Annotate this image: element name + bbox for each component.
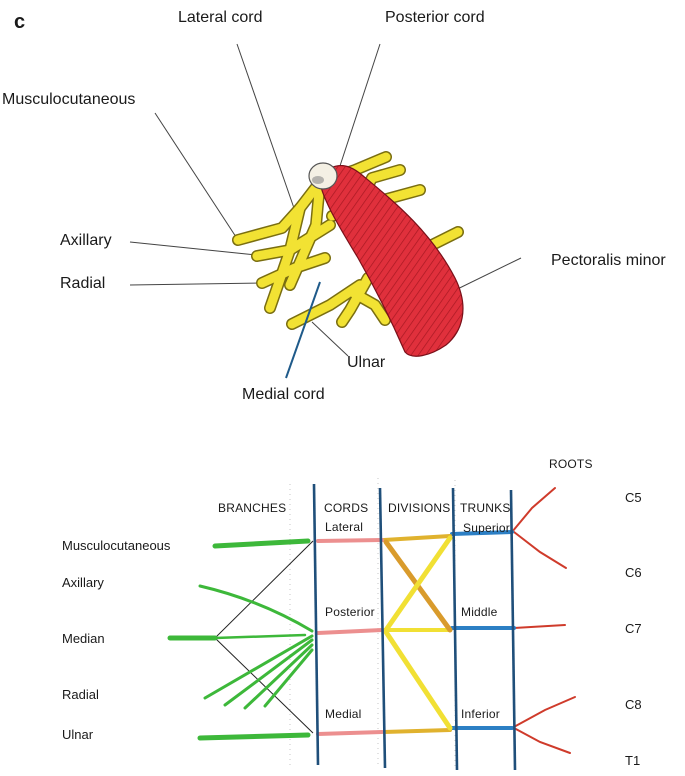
branch-radial-4 xyxy=(263,648,314,708)
column-separators xyxy=(312,483,517,771)
branch-label-musculocutaneous: Musculocutaneous xyxy=(62,538,171,553)
cord-label-medial: Medial xyxy=(325,707,362,721)
roots-header: ROOTS xyxy=(549,457,593,471)
branch-label-axillary: Axillary xyxy=(62,575,104,590)
trunks-header: TRUNKS xyxy=(460,501,511,515)
root-label-c5: C5 xyxy=(625,490,642,505)
ulnar-leader xyxy=(311,321,349,357)
trunk-label-superior: Superior xyxy=(463,522,510,534)
medial-cord-label: Medial cord xyxy=(242,386,325,403)
root-label-c7: C7 xyxy=(625,621,642,636)
division-inferior-anterior xyxy=(382,728,452,734)
trunks xyxy=(450,530,516,730)
root-c6 xyxy=(513,531,567,569)
plexus-schematic xyxy=(167,478,576,771)
division-middle-anterior xyxy=(383,535,453,633)
posterior-cord-leader xyxy=(337,43,381,173)
coracoid-process xyxy=(308,162,338,190)
cord-label-lateral: Lateral xyxy=(325,520,364,534)
cords xyxy=(316,538,384,736)
posterior-cord-label: Posterior cord xyxy=(385,9,485,26)
branch-label-radial: Radial xyxy=(62,687,99,702)
radial-label: Radial xyxy=(60,275,106,292)
coracoid-shadow xyxy=(312,176,324,184)
branch-connectors xyxy=(214,540,314,734)
branch-radial-1 xyxy=(203,634,314,700)
radial-leader xyxy=(129,282,263,286)
root-c7 xyxy=(513,624,566,629)
division-inferior-posterior xyxy=(383,629,453,731)
pectoralis-minor-label: Pectoralis minor xyxy=(551,252,666,269)
branch-radial-2 xyxy=(223,638,314,707)
branch-axillary xyxy=(198,584,314,633)
branch-median-lateral xyxy=(213,633,307,640)
trunk-superior xyxy=(450,530,514,536)
branches xyxy=(167,538,314,741)
branch-label-ulnar: Ulnar xyxy=(62,727,94,742)
divisions xyxy=(382,534,453,734)
axillary-label: Axillary xyxy=(60,232,112,249)
branch-radial-3 xyxy=(243,643,314,710)
cord-medial xyxy=(316,730,384,736)
root-c5 xyxy=(511,487,556,533)
root-label-c6: C6 xyxy=(625,565,642,580)
anatomy-illustration xyxy=(129,43,522,379)
axillary-leader xyxy=(129,241,257,256)
root-c8 xyxy=(511,696,576,729)
divisions-header: DIVISIONS xyxy=(388,501,451,515)
division-superior-anterior xyxy=(382,534,452,542)
root-t1 xyxy=(513,727,571,754)
medial-cord-leader xyxy=(285,281,321,379)
ulnar-label: Ulnar xyxy=(347,354,386,371)
cord-label-posterior: Posterior xyxy=(325,605,375,619)
lateral-cord-label: Lateral cord xyxy=(178,9,263,26)
panel-letter: c xyxy=(14,11,26,33)
trunk-label-middle: Middle xyxy=(461,605,498,619)
lateral-cord-leader xyxy=(236,43,296,212)
root-label-t1: T1 xyxy=(625,753,641,768)
leader-lines xyxy=(129,43,522,357)
cords-header: CORDS xyxy=(324,501,369,515)
branch-musculocutaneous xyxy=(212,538,311,549)
cord-posterior xyxy=(316,628,384,635)
branches-header: BRANCHES xyxy=(218,501,287,515)
musculocutaneous-label: Musculocutaneous xyxy=(2,91,136,108)
musculocutaneous-leader xyxy=(154,112,239,241)
branch-ulnar xyxy=(197,732,311,741)
branch-label-median: Median xyxy=(62,631,105,646)
cord-lateral xyxy=(316,538,384,543)
root-label-c8: C8 xyxy=(625,697,642,712)
roots xyxy=(511,487,576,754)
pectoralis-minor-muscle xyxy=(317,165,464,357)
trunk-label-inferior: Inferior xyxy=(461,707,500,721)
